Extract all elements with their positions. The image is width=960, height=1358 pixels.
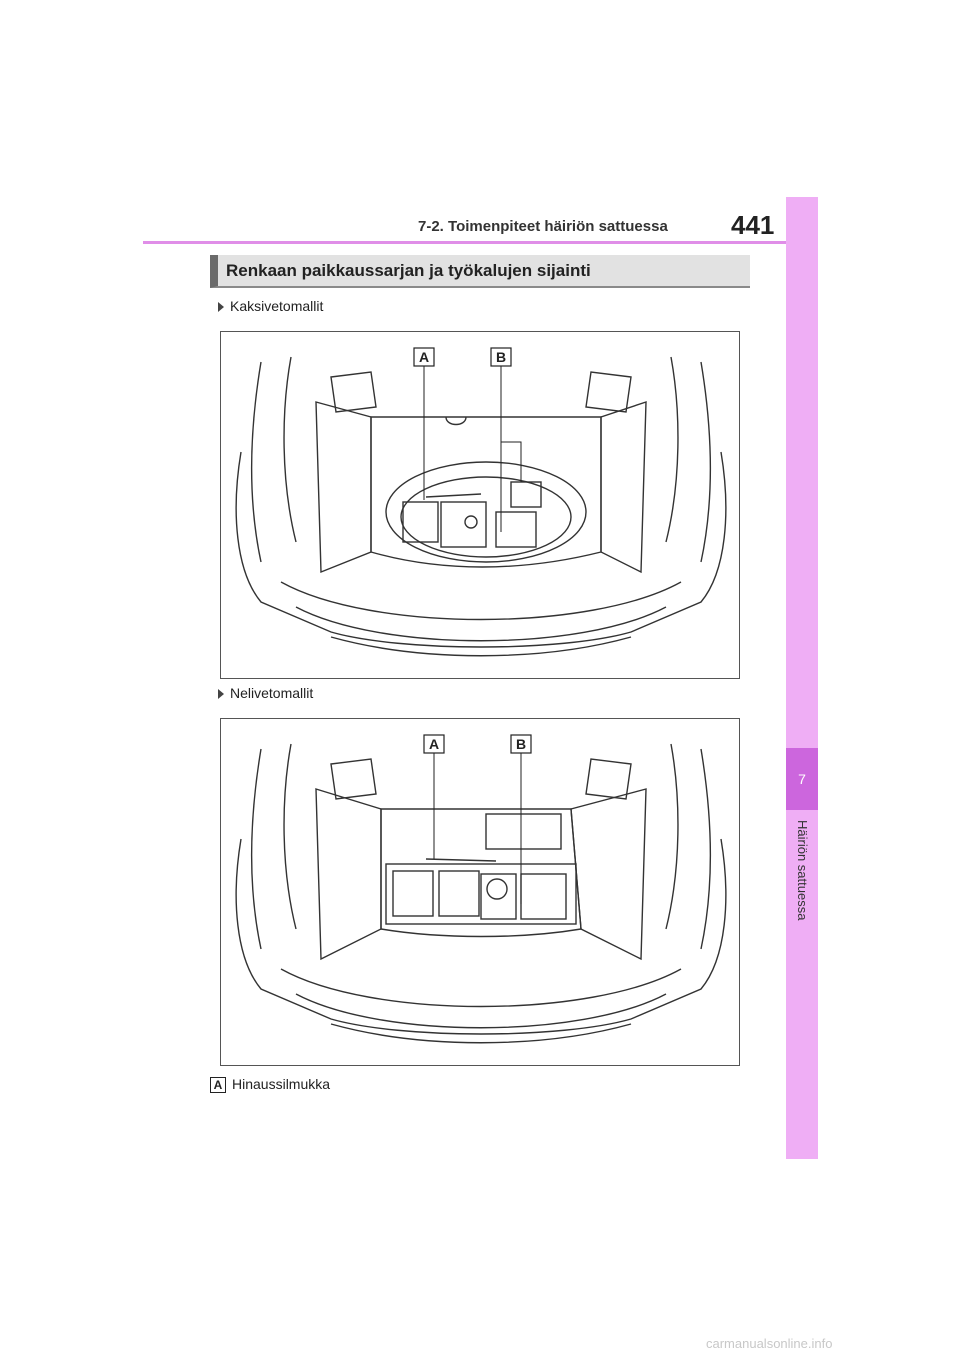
- section-heading: Renkaan paikkaussarjan ja työkalujen sij…: [210, 255, 750, 288]
- figure-caption-2wd: Kaksivetomallit: [218, 298, 323, 314]
- legend-badge: A: [210, 1077, 226, 1094]
- legend-item: A Hinaussilmukka: [210, 1076, 331, 1094]
- chapter-title: Häiriön sattuessa: [795, 820, 810, 1050]
- watermark: carmanualsonline.info: [706, 1336, 833, 1351]
- callout-a-label: A: [429, 736, 439, 752]
- triangle-bullet-icon: [218, 689, 224, 700]
- caption-text: Kaksivetomallit: [230, 298, 324, 314]
- figure-caption-4wd: Nelivetomallit: [218, 685, 313, 701]
- trunk-illustration-4wd: A B: [220, 718, 740, 1066]
- callout-b-label: B: [496, 349, 506, 365]
- callout-b-label: B: [516, 736, 526, 752]
- legend-text: Hinaussilmukka: [232, 1076, 331, 1092]
- header-rule: [143, 241, 786, 244]
- page-number: 441: [731, 210, 775, 240]
- caption-text: Nelivetomallit: [230, 685, 314, 701]
- section-title: 7-2. Toimenpiteet häiriön sattuessa: [418, 218, 668, 235]
- chapter-number: 7: [786, 748, 818, 810]
- chapter-side-tab: [786, 197, 818, 1159]
- triangle-bullet-icon: [218, 302, 224, 313]
- chapter-title-text: Häiriön sattuessa: [795, 820, 810, 921]
- callout-a-label: A: [419, 349, 429, 365]
- trunk-drawing: A B: [235, 734, 727, 1044]
- trunk-drawing: A B: [235, 347, 727, 657]
- trunk-illustration-2wd: A B: [220, 331, 740, 679]
